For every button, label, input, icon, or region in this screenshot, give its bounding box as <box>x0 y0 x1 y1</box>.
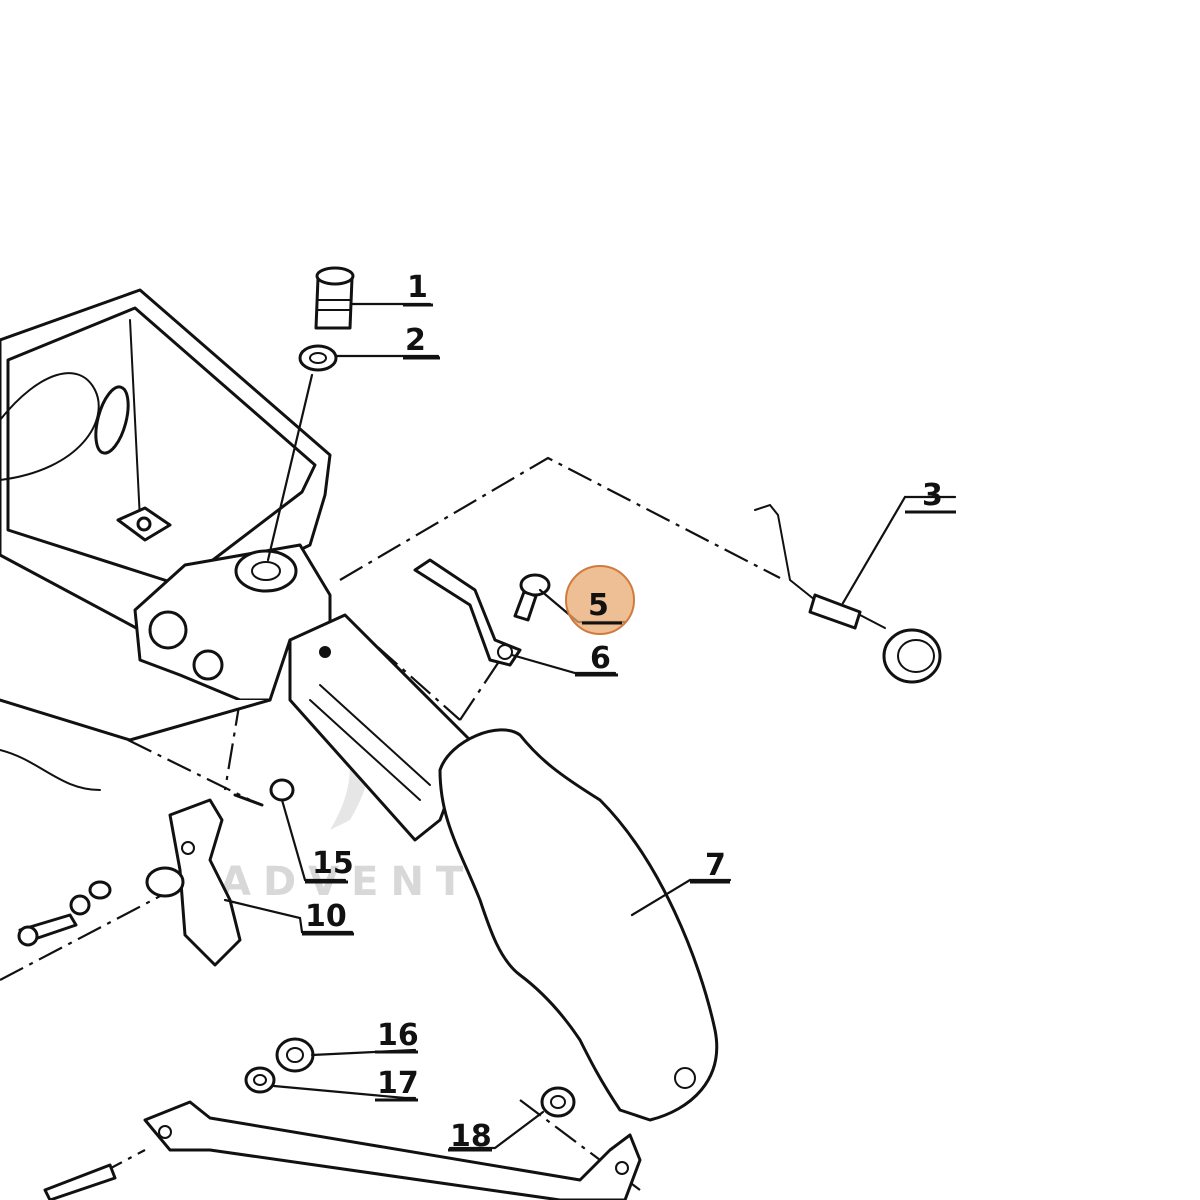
lever-arm <box>288 613 472 842</box>
reservoir-outlet-bore <box>251 561 281 581</box>
ref-line-lever <box>127 739 251 801</box>
lever-arm-rail <box>288 613 472 842</box>
ref-line-clip <box>459 659 501 721</box>
nut-16-body <box>275 1037 315 1073</box>
pivot-bushing <box>145 866 185 898</box>
part-2-washer <box>298 344 338 372</box>
leader-15 <box>280 798 347 882</box>
cap-body <box>314 276 354 330</box>
nut-18-body <box>540 1086 576 1118</box>
switch-head-inner <box>897 639 935 673</box>
leader-18 <box>448 1110 545 1150</box>
return-spring <box>0 749 101 791</box>
switch-head <box>882 628 942 684</box>
part-7-lever-grip <box>438 728 719 1122</box>
lower-lever-hole-2 <box>615 1161 629 1175</box>
reservoir-boss-hole <box>136 516 152 532</box>
screw-shank <box>513 590 538 622</box>
cylinder-port-left <box>148 610 188 650</box>
small-pin <box>233 793 264 807</box>
washer-17-bore <box>253 1074 267 1086</box>
callout-18[interactable]: 18 <box>450 1119 492 1154</box>
ref-line-pivot <box>223 699 242 791</box>
switch-wire <box>754 503 816 601</box>
cap-top <box>315 266 355 286</box>
callout-1[interactable]: 1 <box>407 270 428 305</box>
callout-7[interactable]: 7 <box>705 848 726 883</box>
lever-grip-body <box>438 728 719 1122</box>
washer-inner <box>309 352 327 364</box>
callout-underlines <box>302 303 956 1152</box>
reservoir-port <box>94 385 130 455</box>
nut-16-bore <box>286 1047 304 1063</box>
small-hardware <box>0 749 295 947</box>
callout-5[interactable]: 5 <box>588 588 609 623</box>
switch-body <box>808 593 862 630</box>
leader-3 <box>841 495 957 605</box>
lower-lever <box>43 1100 642 1200</box>
callout-10[interactable]: 10 <box>305 899 347 934</box>
lever-grip-hole <box>674 1067 696 1089</box>
part-10-pivot-bracket <box>145 798 242 967</box>
part-1-reservoir-cap <box>314 266 355 330</box>
callout-16[interactable]: 16 <box>377 1018 419 1053</box>
part-18-nut <box>540 1086 576 1118</box>
washer-outer <box>298 344 338 372</box>
reservoir-baffle <box>0 372 100 481</box>
callout-5-highlight <box>565 565 635 635</box>
lower-bolt <box>43 1163 117 1200</box>
reservoir-outlet <box>234 549 298 593</box>
washer-left <box>88 880 112 900</box>
callout-labels[interactable]: 1 2 3 5 6 7 10 15 16 17 18 <box>305 270 943 1154</box>
master-cylinder-body <box>0 288 332 742</box>
bracket-hole <box>497 644 513 660</box>
leader-17 <box>272 1084 417 1100</box>
callout-6[interactable]: 6 <box>590 641 611 676</box>
bracket-body <box>413 558 522 667</box>
part-17-washer <box>244 1066 276 1094</box>
lever-arm-slot-line-2 <box>319 684 431 786</box>
pivot-hole <box>181 841 195 855</box>
lever-arm-rivet <box>319 646 331 658</box>
part-3-brake-switch <box>754 503 942 684</box>
leader-7 <box>630 878 732 917</box>
lever-arm-slot-line <box>309 699 421 801</box>
callout-17[interactable]: 17 <box>377 1066 419 1101</box>
callout-2[interactable]: 2 <box>405 323 426 358</box>
part-5-screw <box>513 573 551 622</box>
part-16-nut <box>275 1037 315 1073</box>
cap-alignment-line <box>266 373 314 562</box>
leader-10 <box>223 898 354 934</box>
lower-lever-body <box>143 1100 642 1200</box>
switch-thread <box>859 614 886 629</box>
bolt-left-head <box>17 925 39 947</box>
nut-18-bore <box>550 1095 566 1109</box>
leader-6 <box>510 653 617 675</box>
ref-line-top <box>339 456 781 581</box>
part-6-bracket <box>413 558 522 667</box>
lower-lever-hole <box>158 1125 172 1139</box>
callout-3[interactable]: 3 <box>922 478 943 513</box>
body-lower-edge <box>0 698 272 742</box>
reservoir-corner-edge <box>129 319 141 521</box>
callout-15[interactable]: 15 <box>312 846 354 881</box>
spring-left <box>69 894 91 916</box>
cylinder-port-lower <box>192 649 224 681</box>
part-15-nut <box>269 778 295 802</box>
washer-17-body <box>244 1066 276 1094</box>
